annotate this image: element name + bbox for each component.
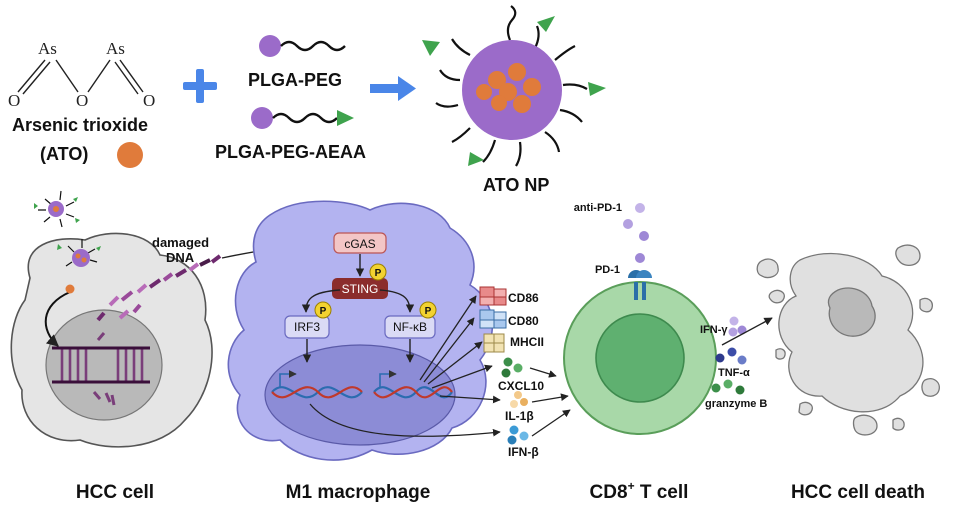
mhcii-receptor-icon: [483, 333, 505, 353]
o-atom-mid: O: [76, 91, 88, 110]
il1b-icon: [510, 391, 528, 408]
cxcl10-icon: [501, 357, 523, 378]
cgas-label: cGAS: [344, 237, 375, 251]
tcell-to-death-arrow: [721, 317, 773, 346]
polymer2-label: PLGA-PEG-AEAA: [215, 142, 366, 162]
ato-structure: As As O O O: [8, 39, 155, 110]
o-atom-left: O: [8, 91, 20, 110]
cd80-receptor-icon: [479, 309, 507, 329]
expression-arrows: [309, 295, 501, 437]
damaged-dna-fragments: [96, 254, 222, 322]
single-bond-left: [55, 59, 79, 93]
plga-peg-icon: [259, 35, 346, 57]
irf3-p-label: P: [320, 306, 327, 317]
cxcl10-label: CXCL10: [498, 379, 544, 393]
pd1-label: PD-1: [595, 264, 620, 276]
nfkb-p-label: P: [425, 306, 432, 317]
nfkb-label: NF-κB: [393, 320, 427, 334]
double-bond-left: [17, 59, 51, 95]
ato-nanoparticle-icon: [422, 5, 606, 167]
ifnb-icon: [507, 425, 529, 445]
nanoparticle-membrane-icon: [57, 239, 101, 267]
arrow-right-icon: [370, 76, 416, 101]
hcc-cell: [10, 232, 213, 448]
as-atom-left: As: [38, 39, 57, 58]
mhcii-label: MHCII: [510, 335, 544, 349]
ato-particle-icon: [117, 142, 143, 168]
ifng-icon: [728, 316, 747, 337]
cgas-node: cGAS: [333, 232, 387, 254]
sting-node: STING P: [332, 263, 388, 299]
product-label: ATO NP: [483, 175, 549, 195]
caption-hcc-cell: HCC cell: [76, 482, 154, 503]
cytokine-to-tcell-arrows: [529, 367, 571, 437]
il1b-label: IL-1β: [505, 409, 534, 423]
cd80-label: CD80: [508, 314, 539, 328]
ifnb-label: IFN-β: [508, 445, 539, 459]
damaged-dna-label-2: DNA: [166, 250, 195, 265]
caption-tcell: CD8+ T cell: [590, 479, 689, 503]
single-bond-right: [87, 59, 111, 93]
irf3-label: IRF3: [294, 320, 320, 334]
sting-p-label: P: [375, 268, 382, 279]
caption-cell-death: HCC cell death: [791, 482, 925, 503]
cd86-label: CD86: [508, 291, 539, 305]
granzyme-label: granzyme B: [705, 398, 767, 410]
granzyme-icon: [711, 379, 745, 395]
damaged-dna-label-1: damaged: [152, 235, 209, 250]
nfkb-node: NF-κB P: [384, 301, 437, 339]
hcc-cell-death: [756, 244, 940, 436]
caption-macrophage: M1 macrophage: [286, 482, 431, 503]
ifng-label: IFN-γ: [700, 324, 728, 336]
anti-pd1-label: anti-PD-1: [574, 202, 622, 214]
polymer1-label: PLGA-PEG: [248, 70, 342, 90]
o-atom-right: O: [143, 91, 155, 110]
sting-label: STING: [342, 282, 379, 296]
as-atom-right: As: [106, 39, 125, 58]
nanoparticle-small-icon: [34, 190, 80, 228]
double-bond-right: [114, 59, 144, 95]
anti-pd1-icon: [623, 203, 649, 263]
ato-abbrev: (ATO): [40, 144, 88, 164]
ato-name: Arsenic trioxide: [12, 115, 148, 135]
cd8-t-cell: [563, 270, 717, 435]
irf3-node: IRF3 P: [284, 301, 332, 339]
tnfa-label: TNF-α: [718, 367, 750, 379]
gene-helix-left: [271, 370, 363, 399]
tnfa-icon: [715, 347, 747, 365]
plus-icon: [183, 69, 217, 103]
cd86-receptor-icon: [479, 286, 507, 306]
plga-peg-aeaa-icon: [251, 107, 354, 129]
